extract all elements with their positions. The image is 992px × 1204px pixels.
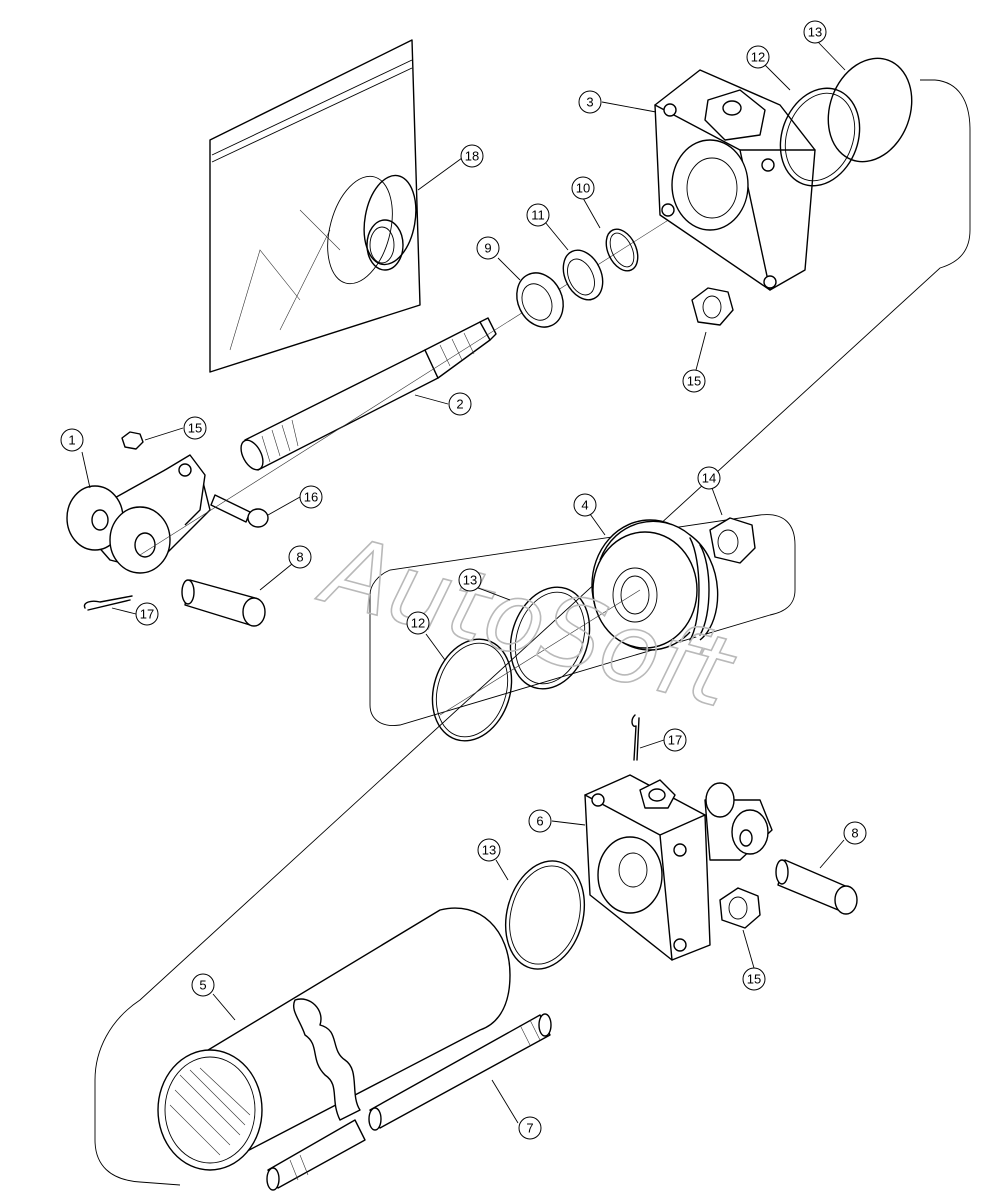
rod-seal	[562, 249, 604, 301]
rod-clevis	[66, 454, 211, 574]
piston-group-boundary	[369, 514, 796, 726]
jam-nut-small	[121, 431, 144, 450]
callout-11: 11	[526, 203, 550, 227]
rod-wiper	[516, 272, 564, 328]
callout-9: 9	[476, 236, 500, 260]
cotter-pin-left	[83, 595, 133, 611]
svg-text:15: 15	[687, 374, 701, 389]
callout-13-middle: 13	[458, 568, 482, 592]
cap-o-ring-12-upper-inner	[784, 92, 856, 182]
tie-rod-nut-lower	[719, 887, 761, 929]
callout-13-upper: 13	[803, 20, 827, 44]
svg-text:8: 8	[851, 826, 858, 841]
callout-3: 3	[578, 90, 602, 114]
callout-7: 7	[518, 1116, 542, 1140]
cap-end	[584, 774, 773, 961]
callout-2: 2	[448, 392, 472, 416]
callout-8-upper: 8	[288, 545, 312, 569]
svg-text:13: 13	[463, 573, 477, 588]
clevis-pin-upper	[181, 579, 266, 627]
tie-rod	[266, 1013, 552, 1191]
svg-text:2: 2	[456, 397, 463, 412]
callout-17-right: 17	[663, 728, 687, 752]
callout-18: 18	[460, 144, 484, 168]
assembly-boundary	[94, 79, 971, 1186]
cotter-pin-right	[631, 714, 640, 761]
cap-end-seal-13-inner	[509, 865, 581, 965]
cap-o-ring-12-upper	[779, 87, 861, 187]
callout-6: 6	[528, 809, 552, 833]
assembly-axis	[139, 199, 701, 556]
cylinder-tube	[157, 907, 511, 1171]
callout-4: 4	[573, 493, 597, 517]
callout-10: 10	[571, 176, 595, 200]
piston-axis	[439, 589, 641, 716]
callout-13-lower: 13	[477, 838, 501, 862]
svg-text:12: 12	[411, 616, 425, 631]
rod-o-ring	[605, 228, 639, 272]
callout-12-upper: 12	[746, 45, 770, 69]
callout-17-left: 17	[135, 602, 159, 626]
svg-text:4: 4	[581, 498, 588, 513]
callout-15-upper: 15	[682, 369, 706, 393]
rod-end-cap	[654, 69, 816, 291]
svg-text:1: 1	[68, 433, 75, 448]
callout-16: 16	[299, 485, 323, 509]
svg-text:15: 15	[188, 421, 202, 436]
callout-12-lower: 12	[406, 611, 430, 635]
piston-seal-13	[509, 586, 591, 690]
clevis-pin-lower	[775, 859, 858, 915]
svg-text:13: 13	[482, 843, 496, 858]
callout-5: 5	[191, 973, 215, 997]
svg-text:18: 18	[465, 149, 479, 164]
tie-rod-nut-upper	[691, 287, 734, 326]
piston	[591, 519, 719, 651]
piston-nut	[709, 517, 756, 564]
svg-text:13: 13	[808, 25, 822, 40]
svg-text:16: 16	[304, 490, 318, 505]
svg-text:17: 17	[140, 607, 154, 622]
clevis-bolt	[210, 494, 269, 528]
piston-seal-13-inner	[514, 591, 586, 685]
svg-text:9: 9	[484, 241, 491, 256]
callout-14: 14	[697, 466, 721, 490]
callout-15-lower: 15	[742, 967, 766, 991]
svg-text:15: 15	[747, 972, 761, 987]
svg-text:8: 8	[296, 550, 303, 565]
cap-o-ring-13-upper	[827, 57, 913, 163]
svg-text:17: 17	[668, 733, 682, 748]
svg-text:6: 6	[536, 814, 543, 829]
callout-1: 1	[60, 428, 84, 452]
seal-kit-bag	[209, 39, 421, 373]
callout-15-left: 15	[183, 416, 207, 440]
svg-text:7: 7	[526, 1121, 533, 1136]
svg-text:12: 12	[751, 50, 765, 65]
cap-end-seal-13	[504, 860, 586, 970]
svg-text:5: 5	[199, 978, 206, 993]
svg-text:3: 3	[586, 95, 593, 110]
svg-text:10: 10	[576, 181, 590, 196]
callout-8-lower: 8	[843, 821, 867, 845]
svg-text:14: 14	[702, 471, 716, 486]
leader-lines	[81, 41, 846, 1124]
piston-ring-12-inner	[435, 642, 509, 738]
piston-ring-12	[431, 638, 513, 742]
svg-text:11: 11	[531, 208, 545, 223]
